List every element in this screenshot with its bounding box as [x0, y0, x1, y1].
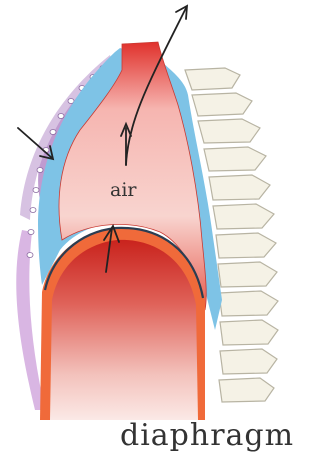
diaphragm-label: diaphragm	[120, 418, 294, 453]
abdomen	[40, 228, 205, 420]
air-label: air	[110, 179, 137, 201]
